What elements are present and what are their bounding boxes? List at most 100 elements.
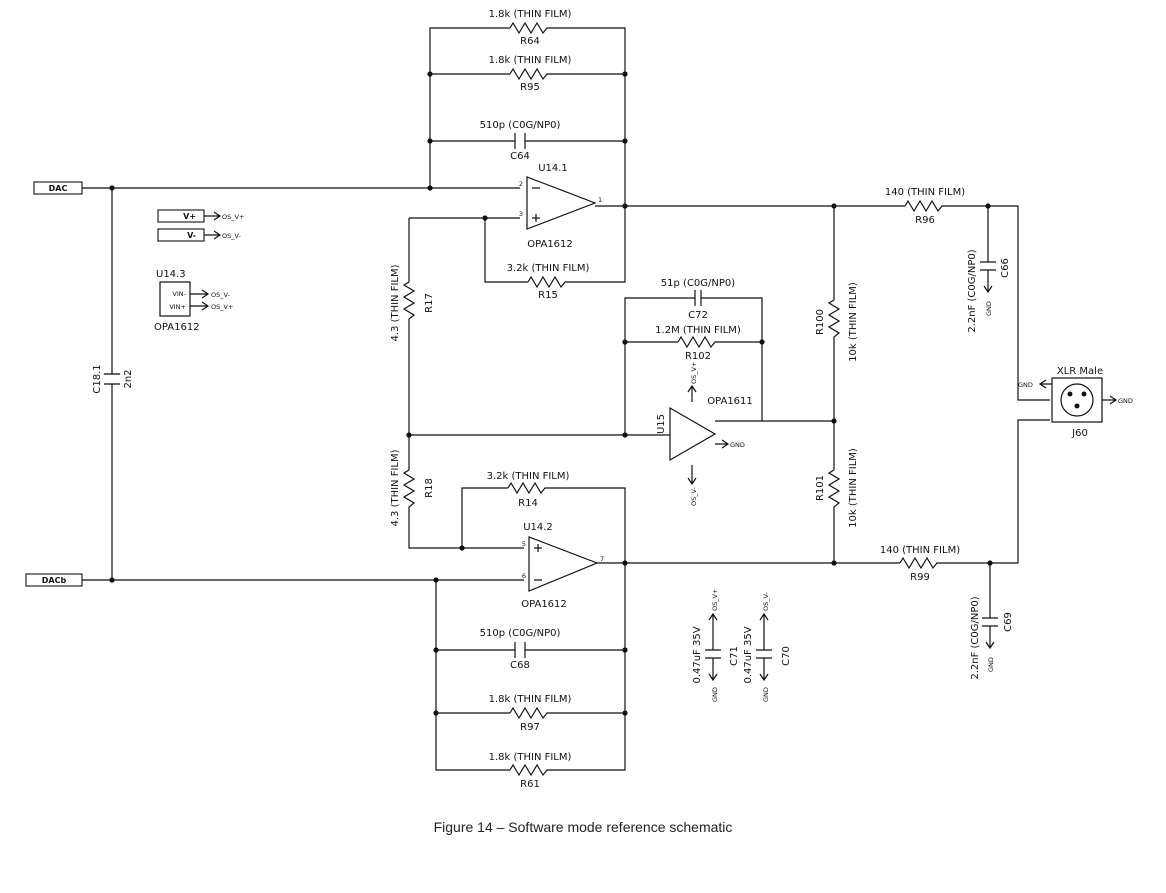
port-dacb-label: DACb	[42, 576, 67, 585]
c18-ref: C18.1	[92, 364, 103, 393]
r15-value: 3.2k (THIN FILM)	[507, 263, 590, 274]
r97-value: 1.8k (THIN FILM)	[489, 694, 572, 705]
u14-1-ref: U14.1	[538, 163, 568, 174]
resistor-r101: R101 10k (THIN FILM)	[815, 448, 859, 528]
r101-ref: R101	[815, 475, 826, 501]
u14-3-os-vminus: OS_V-	[211, 291, 231, 299]
resistor-r61: 1.8k (THIN FILM) R61	[489, 752, 572, 790]
figure-caption: Figure 14 – Software mode reference sche…	[434, 819, 733, 835]
r61-value: 1.8k (THIN FILM)	[489, 752, 572, 763]
r17-value: 4.3 (THIN FILM)	[390, 264, 401, 341]
r100-value: 10k (THIN FILM)	[848, 282, 859, 362]
r96-ref: R96	[915, 215, 935, 226]
c68-value: 510p (C0G/NP0)	[480, 628, 561, 639]
resistor-r96: 140 (THIN FILM) R96	[885, 187, 965, 226]
c69-value: 2.2nF (C0G/NP0)	[970, 596, 981, 679]
u14-1-value: OPA1612	[527, 239, 573, 250]
r101-value: 10k (THIN FILM)	[848, 448, 859, 528]
resistor-r97: 1.8k (THIN FILM) R97	[489, 694, 572, 733]
capacitor-c69: GND 2.2nF (C0G/NP0) C69	[970, 596, 1014, 679]
resistor-r64: 1.8k (THIN FILM) R64	[489, 9, 572, 47]
c70-os-vminus: OS_V-	[762, 591, 770, 611]
resistor-r17: 4.3 (THIN FILM) R17	[390, 264, 435, 341]
capacitor-c18: C18.1 2n2	[92, 364, 134, 393]
r97-ref: R97	[520, 722, 540, 733]
resistor-r100: R100 10k (THIN FILM)	[815, 282, 859, 362]
svg-text:1: 1	[598, 196, 602, 204]
resistor-r99: 140 (THIN FILM) R99	[880, 545, 960, 583]
capacitor-c72: 51p (C0G/NP0) C72	[661, 278, 735, 321]
resistor-r102: 1.2M (THIN FILM) R102	[655, 325, 741, 362]
resistor-r14: 3.2k (THIN FILM) R14	[487, 471, 570, 509]
c70-gnd-label: GND	[762, 687, 770, 702]
r99-value: 140 (THIN FILM)	[880, 545, 960, 556]
port-vplus: V+ OS_V+	[157, 209, 244, 223]
resistor-r95: 1.8k (THIN FILM) R95	[489, 55, 572, 93]
junction-dots	[109, 71, 993, 716]
j60-ref: J60	[1071, 428, 1088, 439]
c70-ref: C70	[781, 646, 792, 666]
svg-text:7: 7	[600, 555, 604, 563]
opamp-u14-2: 5 6 7 U14.2 OPA1612	[521, 522, 604, 610]
c66-value: 2.2nF (C0G/NP0)	[967, 249, 978, 332]
u14-3-pin-vin-plus: VIN+	[169, 303, 186, 311]
r64-value: 1.8k (THIN FILM)	[489, 9, 572, 20]
port-vminus-label: V-	[187, 231, 196, 240]
r15-ref: R15	[538, 290, 558, 301]
c69-ref: C69	[1003, 612, 1014, 632]
opamp-u15: GND OS_V+ OS_V- U15 OPA1611	[656, 362, 753, 506]
r17-ref: R17	[424, 293, 435, 313]
opamp-u14-1: 2 3 1 U14.1 OPA1612	[519, 163, 602, 250]
u14-3-power-block: U14.3 VIN- VIN+ OS_V- OS_V+ OPA1612	[154, 269, 233, 333]
connector-j60: XLR Male GND GND J60	[1018, 366, 1133, 439]
u14-3-value: OPA1612	[154, 322, 200, 333]
u14-3-pin-vin-minus: VIN-	[172, 290, 186, 298]
r14-ref: R14	[518, 498, 538, 509]
capacitor-c64: 510p (C0G/NP0) C64	[480, 120, 561, 162]
j60-value: XLR Male	[1057, 366, 1103, 377]
c64-value: 510p (C0G/NP0)	[480, 120, 561, 131]
port-vminus: V- OS_V-	[157, 228, 242, 242]
svg-text:3: 3	[519, 210, 523, 218]
svg-text:2: 2	[519, 180, 523, 188]
u15-os-vminus: OS_V-	[690, 486, 698, 506]
capacitor-c66: GND 2.2nF (C0G/NP0) C66	[967, 249, 1011, 332]
port-dac: DAC	[33, 181, 83, 195]
vplus-os-label: OS_V+	[222, 213, 244, 221]
r102-value: 1.2M (THIN FILM)	[655, 325, 741, 336]
c66-gnd-label: GND	[985, 301, 993, 316]
wires	[82, 27, 1050, 771]
j60-gnd-left: GND	[1018, 381, 1033, 389]
vminus-os-label: OS_V-	[222, 232, 242, 240]
port-dacb: DACb	[25, 573, 83, 587]
port-dac-label: DAC	[49, 184, 68, 193]
svg-text:6: 6	[522, 572, 526, 580]
r95-ref: R95	[520, 82, 540, 93]
c72-value: 51p (C0G/NP0)	[661, 278, 735, 289]
c72-ref: C72	[688, 310, 708, 321]
c66-ref: C66	[1000, 258, 1011, 278]
c68-ref: C68	[510, 660, 530, 671]
c71-os-vplus: OS_V+	[711, 589, 719, 611]
u14-2-ref: U14.2	[523, 522, 553, 533]
r18-ref: R18	[424, 478, 435, 498]
r99-ref: R99	[910, 572, 930, 583]
resistor-r18: 4.3 (THIN FILM) R18	[390, 449, 435, 526]
r14-value: 3.2k (THIN FILM)	[487, 471, 570, 482]
c70-value: 0.47uF 35V	[743, 626, 754, 683]
u15-gnd-label: GND	[730, 441, 745, 449]
port-vplus-label: V+	[183, 212, 196, 221]
r95-value: 1.8k (THIN FILM)	[489, 55, 572, 66]
capacitor-c70: OS_V- GND 0.47uF 35V C70	[743, 591, 792, 702]
capacitor-c71: OS_V+ GND 0.47uF 35V C71	[692, 589, 740, 702]
r100-ref: R100	[815, 309, 826, 335]
u14-2-value: OPA1612	[521, 599, 567, 610]
c18-value: 2n2	[123, 369, 134, 388]
u15-ref: U15	[656, 414, 667, 434]
capacitor-c68: 510p (C0G/NP0) C68	[480, 628, 561, 671]
u14-3-os-vplus: OS_V+	[211, 303, 233, 311]
resistor-r15: 3.2k (THIN FILM) R15	[507, 263, 590, 301]
r96-value: 140 (THIN FILM)	[885, 187, 965, 198]
svg-text:5: 5	[522, 540, 526, 548]
